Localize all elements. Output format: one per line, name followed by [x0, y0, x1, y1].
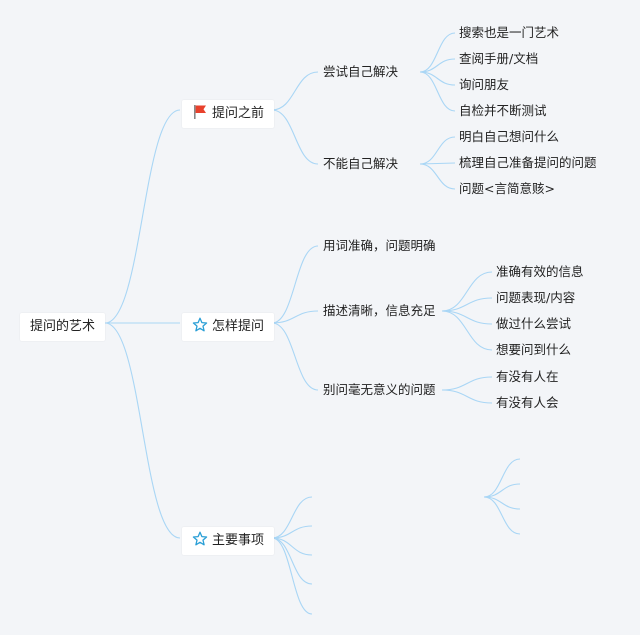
- leaf-item[interactable]: 梳理自己准备提问的问题: [459, 154, 597, 172]
- connector-line: [441, 297, 493, 312]
- leaf-label: 想要问到什么: [496, 342, 572, 357]
- leaf-label: 搜索也是一门艺术: [459, 25, 560, 40]
- leaf-item[interactable]: 询问朋友: [459, 76, 509, 94]
- topic-label: 不能自己解决: [323, 156, 399, 171]
- connector-line: [271, 245, 319, 324]
- connector-line: [419, 163, 456, 190]
- root-connector: [104, 109, 181, 324]
- connector-line: [419, 162, 456, 165]
- star-icon: [192, 317, 208, 332]
- topic-label: 描述清晰，信息充足: [323, 303, 436, 318]
- leaf-label: 自检并不断测试: [459, 103, 547, 118]
- leaf-item[interactable]: 查阅手册/文档: [459, 50, 538, 68]
- topic-wording[interactable]: 用词准确，问题明确: [323, 237, 436, 255]
- connector-line: [271, 109, 319, 165]
- connector-line: [419, 58, 456, 73]
- leaf-item[interactable]: 做过什么尝试: [496, 315, 571, 333]
- topic-label: 用词准确，问题明确: [323, 238, 436, 253]
- connector-line: [483, 483, 521, 498]
- leaf-label: 有没有人会: [496, 395, 559, 410]
- red-flag-icon: [194, 105, 206, 119]
- leaf-item[interactable]: 明白自己想问什么: [459, 128, 559, 146]
- connector-line: [483, 458, 521, 498]
- leaf-label: 做过什么尝试: [496, 316, 572, 331]
- leaf-item[interactable]: 搜索也是一门艺术: [459, 24, 559, 42]
- connector-line: [419, 136, 456, 165]
- root-connector: [104, 322, 181, 539]
- connector-line: [271, 322, 319, 391]
- connector-line: [441, 271, 493, 312]
- topic-cannot-self[interactable]: 不能自己解决: [323, 155, 398, 173]
- connector-line: [271, 496, 313, 539]
- connector-line: [441, 389, 493, 404]
- connector-line: [271, 310, 319, 324]
- connector-line: [483, 496, 521, 535]
- topic-try-self[interactable]: 尝试自己解决: [323, 63, 398, 81]
- connector-line: [419, 32, 456, 73]
- branch-label: 怎样提问: [212, 319, 265, 334]
- branch-node-before-asking[interactable]: 提问之前: [182, 100, 275, 128]
- leaf-item[interactable]: 有没有人在: [496, 368, 559, 386]
- topic-label: 尝试自己解决: [323, 64, 399, 79]
- leaf-item[interactable]: 问题<言简意赅>: [459, 180, 555, 198]
- leaf-label: 查阅手册/文档: [459, 51, 539, 66]
- connector-line: [271, 537, 313, 585]
- connector-line: [441, 376, 493, 391]
- leaf-item[interactable]: 准确有效的信息: [496, 263, 584, 281]
- connector-line: [271, 525, 313, 539]
- leaf-label: 询问朋友: [459, 77, 510, 92]
- connector-line: [419, 71, 456, 112]
- leaf-item[interactable]: 想要问到什么: [496, 341, 571, 359]
- leaf-item[interactable]: 问题表现/内容: [496, 289, 575, 307]
- leaf-label: 问题表现/内容: [496, 290, 576, 305]
- star-icon: [192, 531, 208, 546]
- connector-line: [271, 537, 313, 615]
- leaf-item[interactable]: 有没有人会: [496, 394, 559, 412]
- leaf-label: 梳理自己准备提问的问题: [459, 155, 597, 170]
- topic-meaningless[interactable]: 别问毫无意义的问题: [323, 381, 436, 399]
- branch-node-main-items[interactable]: 主要事项: [182, 527, 275, 555]
- leaf-label: 有没有人在: [496, 369, 559, 384]
- connector-line: [441, 310, 493, 351]
- topic-label: 别问毫无意义的问题: [323, 382, 436, 397]
- branch-label: 提问之前: [212, 106, 265, 121]
- branch-node-how-to-ask[interactable]: 怎样提问: [182, 313, 275, 341]
- root-node[interactable]: 提问的艺术: [20, 313, 106, 341]
- leaf-item[interactable]: 自检并不断测试: [459, 102, 547, 120]
- leaf-label: 问题<言简意赅>: [459, 181, 555, 196]
- root-label: 提问的艺术: [30, 319, 96, 334]
- connector-line: [271, 71, 319, 111]
- leaf-label: 准确有效的信息: [496, 264, 584, 279]
- topic-description[interactable]: 描述清晰，信息充足: [323, 302, 436, 320]
- leaf-label: 明白自己想问什么: [459, 129, 560, 144]
- branch-label: 主要事项: [212, 533, 265, 548]
